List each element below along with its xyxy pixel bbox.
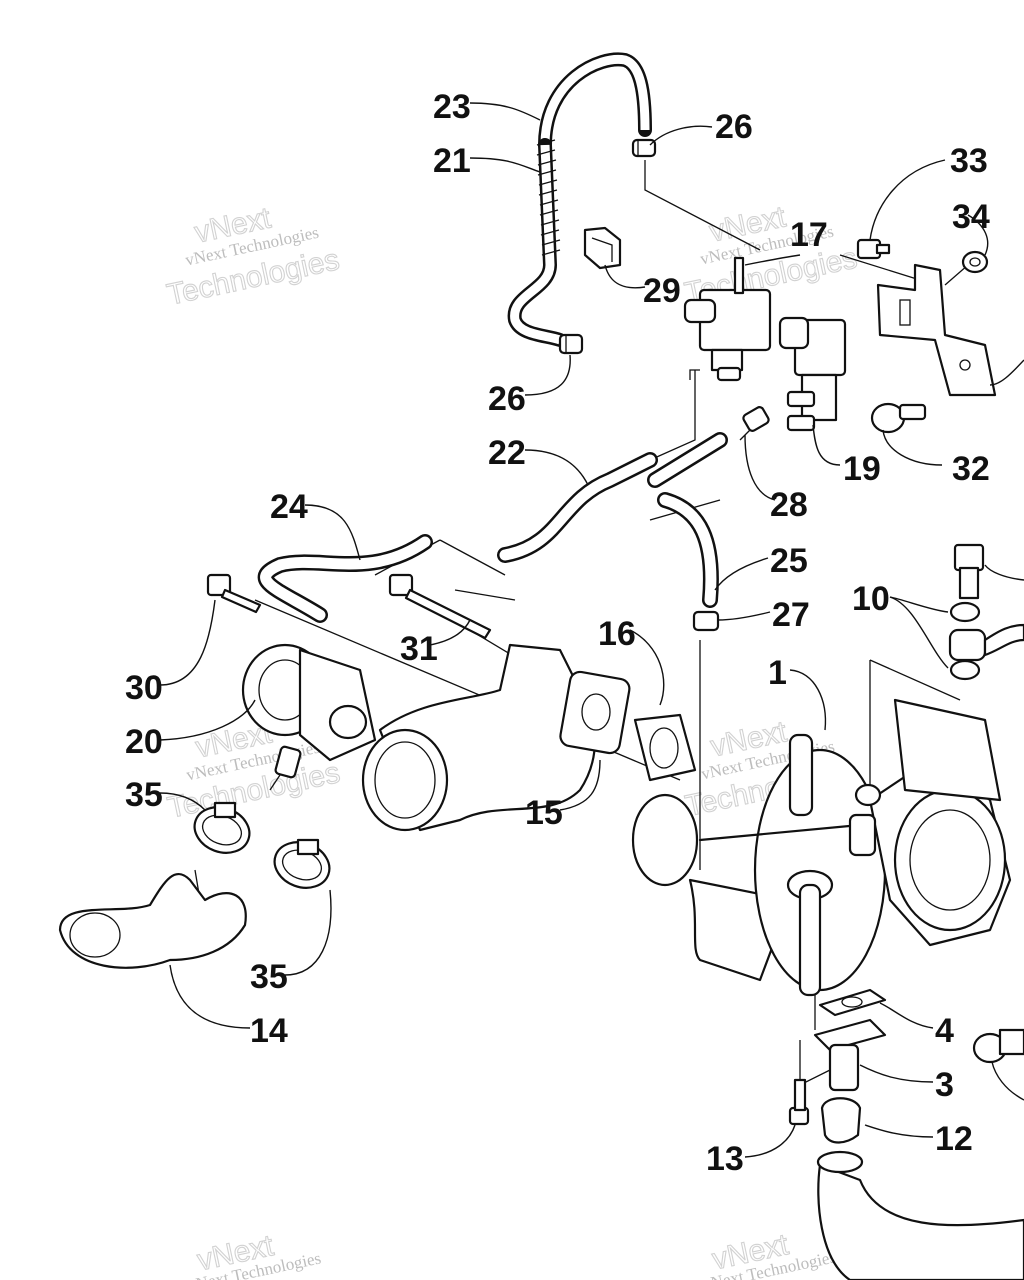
solenoid-valve-19 xyxy=(778,316,847,432)
bolt-32 xyxy=(870,402,927,434)
outlet-pipe-3 xyxy=(813,1018,887,1092)
vacuum-hose-24 xyxy=(257,534,433,623)
bolt-31 xyxy=(388,573,492,640)
callout-35-bottom: 35 xyxy=(250,958,288,996)
gasket-16 xyxy=(633,713,697,782)
mounting-bracket xyxy=(876,263,997,397)
callout-32: 32 xyxy=(952,450,990,488)
hose-clip-12 xyxy=(820,1097,862,1144)
watermark-bottom-right: vNext vNext Technologies xyxy=(701,1228,838,1280)
callout-17: 17 xyxy=(790,216,828,254)
intake-pipe-15 xyxy=(361,643,631,832)
callout-34: 34 xyxy=(952,198,990,236)
bolt-right-edge xyxy=(972,1028,1024,1064)
hose-clamp-28 xyxy=(742,406,770,432)
drain-pipe xyxy=(816,1150,1024,1280)
watermark-bottom-left: vNext vNext Technologies xyxy=(186,1229,323,1280)
vacuum-hose-22 xyxy=(497,432,728,563)
callout-13: 13 xyxy=(706,1140,744,1178)
callout-19: 19 xyxy=(843,450,881,488)
intake-elbow-hose-14 xyxy=(58,873,247,969)
hose-clip-29 xyxy=(583,226,622,270)
callout-28: 28 xyxy=(770,486,808,524)
callout-3: 3 xyxy=(935,1066,954,1104)
callout-10: 10 xyxy=(852,580,890,618)
callout-26-top: 26 xyxy=(715,108,753,146)
callout-30: 30 xyxy=(125,669,163,707)
watermark-top-left: vNext vNext Technologies Technologies xyxy=(164,201,343,313)
callout-1: 1 xyxy=(768,654,787,692)
callout-22: 22 xyxy=(488,434,526,472)
solenoid-valve-17 xyxy=(683,256,772,382)
callout-16: 16 xyxy=(598,615,636,653)
callout-labels: 23 21 26 17 33 34 29 26 22 19 32 28 24 2… xyxy=(125,88,990,1178)
bolt-30 xyxy=(206,573,262,614)
hose-clamp-35-left xyxy=(193,801,251,854)
throttle-body-20 xyxy=(241,643,377,779)
callout-35-top: 35 xyxy=(125,776,163,814)
hose-clamp-26-bottom xyxy=(558,333,584,355)
hose-clamp-35-right xyxy=(273,838,331,889)
callout-20: 20 xyxy=(125,723,163,761)
callout-33: 33 xyxy=(950,142,988,180)
nut-34 xyxy=(961,250,989,274)
callout-leader-lines xyxy=(159,102,1024,1158)
hose-clamp-26-top xyxy=(631,138,657,158)
banjo-bolt-assembly-10 xyxy=(948,543,1024,681)
callout-31: 31 xyxy=(400,630,438,668)
callout-12: 12 xyxy=(935,1120,973,1158)
callout-15: 15 xyxy=(525,794,563,832)
hose-guard-coil-21 xyxy=(536,139,561,256)
callout-25: 25 xyxy=(770,542,808,580)
callout-29: 29 xyxy=(643,272,681,310)
callout-23: 23 xyxy=(433,88,471,126)
hose-clamp-27 xyxy=(692,610,720,632)
bolt-33 xyxy=(856,238,891,260)
bolt-13 xyxy=(788,1078,810,1126)
callout-27: 27 xyxy=(772,596,810,634)
callout-24: 24 xyxy=(270,488,308,526)
gasket-4 xyxy=(818,988,887,1017)
vacuum-hose-23 xyxy=(507,52,652,347)
callout-21: 21 xyxy=(433,142,471,180)
turbocharger-1 xyxy=(631,698,1012,997)
callout-26-bottom: 26 xyxy=(488,380,526,418)
callout-4: 4 xyxy=(935,1012,954,1050)
callout-14: 14 xyxy=(250,1012,288,1050)
watermark-mid-left: vNext vNext Technologies Technologies xyxy=(164,716,343,826)
vacuum-hose-25 xyxy=(657,492,719,608)
